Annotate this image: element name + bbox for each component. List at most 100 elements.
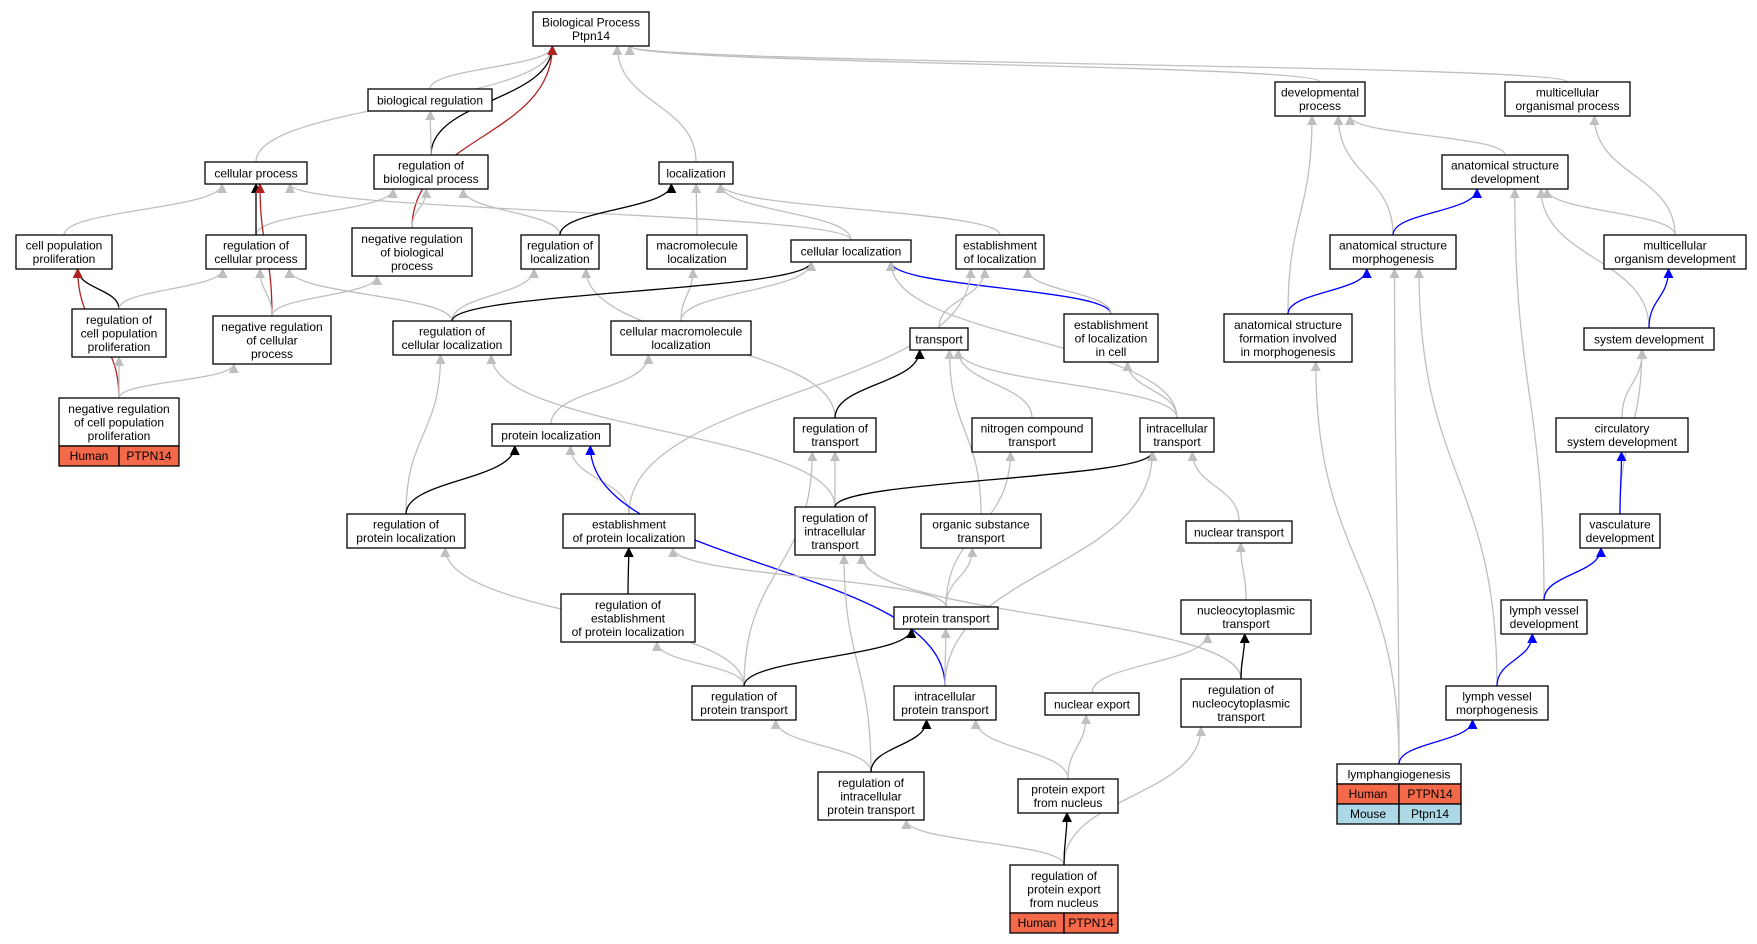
edge-line (72, 268, 120, 310)
node-label-line: regulation of (838, 776, 905, 790)
node-label-line: cellular localization (402, 338, 503, 352)
edge-line (1333, 115, 1394, 236)
node-label-line: from nucleus (1030, 896, 1099, 910)
node-box (58, 397, 180, 447)
edge-line (945, 547, 978, 608)
edge-line (1616, 451, 1627, 515)
node-label-line: lymphangiogenesis (1348, 767, 1451, 781)
edge-line (411, 45, 558, 229)
node-label-line: of protein localization (572, 625, 685, 639)
node-label-line: protein transport (901, 703, 989, 717)
edge-line (550, 354, 654, 425)
edge-line (1091, 633, 1213, 694)
node-box (691, 685, 797, 721)
edge-line (625, 45, 1321, 83)
edge-cellloc-to-loc (715, 183, 852, 241)
edge-intratrans-to-transport (953, 349, 1178, 419)
edge-line (886, 261, 1112, 315)
node-prottrans[interactable]: protein transport (893, 606, 999, 630)
edge-line (938, 268, 990, 329)
node-label-line: intracellular (1146, 422, 1207, 436)
edge-lymphdev-to-vascdev (1543, 547, 1606, 601)
node-cellproc[interactable]: cellular process (204, 161, 308, 185)
node-label-line: protein transport (827, 803, 915, 817)
edge-sysdev-to-multidev (1648, 268, 1674, 329)
node-label-line: regulation of (802, 422, 869, 436)
node-protloc[interactable]: protein localization (491, 423, 611, 447)
node-box (15, 234, 113, 270)
edge-line (255, 268, 273, 317)
node-label-line: cellular process (214, 166, 297, 180)
node-nucleartrans[interactable]: nuclear transport (1185, 520, 1293, 544)
node-nucexport[interactable]: nuclear export (1044, 692, 1140, 716)
edge-regcellproc-to-regbio (255, 188, 398, 236)
node-sysdev[interactable]: system development (1583, 327, 1715, 351)
node-box (1583, 327, 1715, 351)
gene-label: PTPN14 (1407, 787, 1453, 801)
edge-line (1389, 268, 1400, 765)
node-label-line: process (1299, 99, 1341, 113)
edge-regprotexport-to-regintraprottrans (901, 819, 1065, 866)
edge-intratrans-to-estloccell (1122, 361, 1178, 419)
node-box (909, 327, 969, 351)
node-box (212, 315, 332, 365)
node-label-line: transport (1153, 435, 1201, 449)
node-bioreg[interactable]: biological regulation (367, 88, 493, 112)
node-loc[interactable]: localization (658, 161, 734, 185)
node-cellloc[interactable]: cellular localization (790, 239, 912, 263)
node-transport[interactable]: transport (909, 327, 969, 351)
edge-intraprottrans-to-intratrans (944, 451, 1158, 687)
edge-line (834, 349, 925, 419)
node-label-line: proliferation (88, 429, 151, 443)
edge-regprottrans-to-regtransport (743, 451, 818, 687)
edge-circdev-to-sysdev (1621, 349, 1648, 419)
edge-protloc-to-cellmacroloc (550, 354, 654, 425)
edge-regbio-to-bioreg (425, 110, 436, 156)
node-label-line: biological regulation (377, 93, 483, 107)
edge-line (953, 349, 1178, 419)
edge-line (953, 349, 1033, 419)
edge-lymphangio-to-asform (1310, 361, 1400, 765)
edge-asform-to-devproc (1287, 115, 1317, 315)
